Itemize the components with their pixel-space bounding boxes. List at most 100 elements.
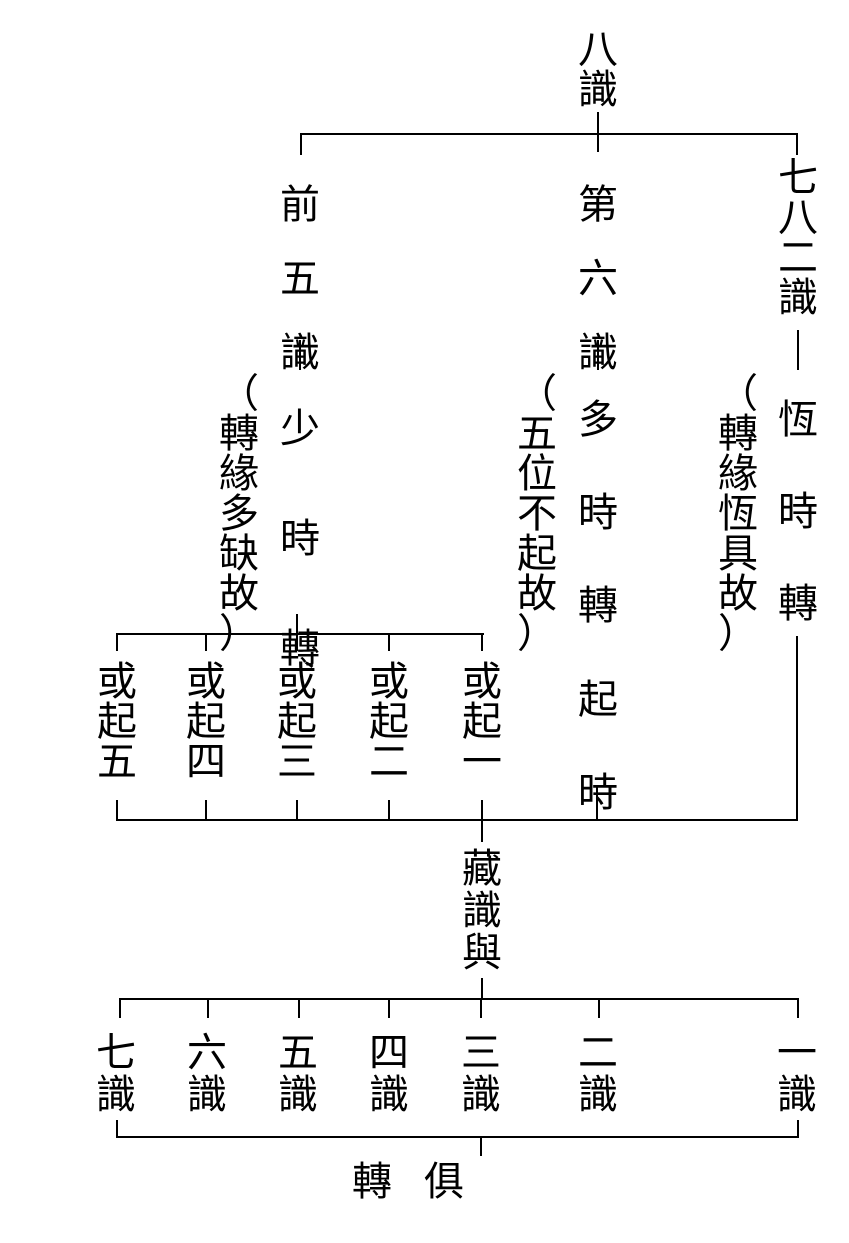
glyph: （ xyxy=(517,371,557,417)
glyph: 或 xyxy=(277,659,317,705)
glyph: 七 xyxy=(96,1030,136,1076)
count-drop xyxy=(207,998,209,1018)
glyph: 八 xyxy=(578,27,618,73)
glyph: 多 xyxy=(219,491,259,537)
glyph: 起 xyxy=(517,531,557,577)
glyph: （ xyxy=(219,371,259,417)
glyph: ） xyxy=(718,611,758,657)
front-five-mode: 少時轉 xyxy=(280,374,320,704)
count-drop xyxy=(298,998,300,1018)
store-stem xyxy=(481,978,483,1000)
glyph: 缺 xyxy=(219,531,259,577)
glyph: 三 xyxy=(461,1030,501,1076)
count-two: 二識 xyxy=(578,1032,618,1116)
glyph: 一 xyxy=(777,1030,817,1076)
option-rise-center xyxy=(481,800,483,842)
glyph: 位 xyxy=(517,451,557,497)
glyph: 二 xyxy=(578,1030,618,1076)
glyph: 識 xyxy=(369,1072,409,1118)
counts-branch-line xyxy=(119,998,799,1000)
glyph: 起 xyxy=(97,699,137,745)
glyph: 藏 xyxy=(462,846,502,892)
sixth-reason: （五位不起故） xyxy=(517,374,557,654)
glyph: 或 xyxy=(369,659,409,705)
glyph: 轉 xyxy=(778,581,818,627)
option-arise-one: 或起一 xyxy=(462,662,502,782)
glyph: 與 xyxy=(462,930,502,976)
root-label: 八識 xyxy=(578,30,618,110)
glyph: 二 xyxy=(778,235,818,281)
glyph: 時 xyxy=(578,490,618,537)
glyph: 四 xyxy=(186,739,226,785)
count-seven: 七識 xyxy=(96,1032,136,1116)
glyph: 或 xyxy=(97,659,137,705)
glyph: 或 xyxy=(186,659,226,705)
glyph: 故 xyxy=(718,571,758,617)
option-drop xyxy=(205,633,207,651)
glyph: 識 xyxy=(578,1072,618,1118)
glyph: 二 xyxy=(369,739,409,785)
glyph: 少 xyxy=(280,406,320,452)
glyph: 多 xyxy=(578,397,618,443)
glyph: 識 xyxy=(778,275,818,321)
glyph: 時 xyxy=(778,489,818,535)
count-rise xyxy=(116,1120,118,1138)
front-five-name: 前五識 xyxy=(280,168,320,390)
count-six: 六識 xyxy=(187,1032,227,1116)
glyph: 起 xyxy=(277,699,317,745)
glyph: 五 xyxy=(280,256,320,302)
count-four: 四識 xyxy=(369,1032,409,1116)
sixth-rise xyxy=(596,785,598,821)
option-rise xyxy=(388,800,390,821)
count-drop xyxy=(480,998,482,1018)
option-rise xyxy=(116,800,118,821)
seventh-eighth-drop xyxy=(796,133,798,155)
seventh-eighth-long-rise xyxy=(796,636,798,821)
count-drop xyxy=(119,998,121,1018)
glyph: 識 xyxy=(462,888,502,934)
glyph: 六 xyxy=(578,256,618,302)
option-drop xyxy=(116,633,118,651)
option-arise-three: 或起三 xyxy=(277,662,317,782)
glyph: 識 xyxy=(187,1072,227,1118)
glyph: 三 xyxy=(277,739,317,785)
glyph: 時 xyxy=(578,769,618,816)
seventh-eighth-reason: （轉緣恆具故） xyxy=(718,374,758,654)
glyph: 六 xyxy=(187,1030,227,1076)
seventh-eighth-mode: 恆時轉 xyxy=(778,374,818,650)
glyph: 識 xyxy=(461,1072,501,1118)
option-drop xyxy=(296,633,298,651)
root-branch-line xyxy=(301,133,797,135)
glyph: 起 xyxy=(186,699,226,745)
glyph: 五 xyxy=(278,1030,318,1076)
bottom-stem xyxy=(480,1136,482,1156)
glyph: 識 xyxy=(777,1072,817,1118)
glyph: 轉 xyxy=(718,411,758,457)
count-drop xyxy=(797,998,799,1018)
glyph: 時 xyxy=(280,516,320,562)
root-stem xyxy=(597,112,599,152)
glyph: 五 xyxy=(517,411,557,457)
glyph: 具 xyxy=(718,531,758,577)
gather-line xyxy=(116,819,798,821)
glyph: 恆 xyxy=(718,491,758,537)
sixth-mode: 多時轉起時 xyxy=(578,374,618,840)
glyph: 不 xyxy=(517,491,557,537)
glyph: 轉 xyxy=(578,583,618,630)
glyph: 識 xyxy=(278,1072,318,1118)
glyph: 故 xyxy=(219,571,259,617)
bottom-label: 轉俱 xyxy=(352,1159,496,1205)
glyph: 或 xyxy=(462,659,502,705)
glyph: 五 xyxy=(97,739,137,785)
glyph: 一 xyxy=(462,739,502,785)
glyph: 緣 xyxy=(718,451,758,497)
glyph: 恆 xyxy=(778,397,818,443)
option-arise-four: 或起四 xyxy=(186,662,226,782)
glyph: 起 xyxy=(462,699,502,745)
glyph: 四 xyxy=(369,1030,409,1076)
options-branch-line xyxy=(116,633,484,635)
glyph: 前 xyxy=(280,182,320,228)
bottom-gather-line xyxy=(116,1136,799,1138)
count-three: 三識 xyxy=(461,1032,501,1116)
glyph: 七 xyxy=(778,155,818,201)
